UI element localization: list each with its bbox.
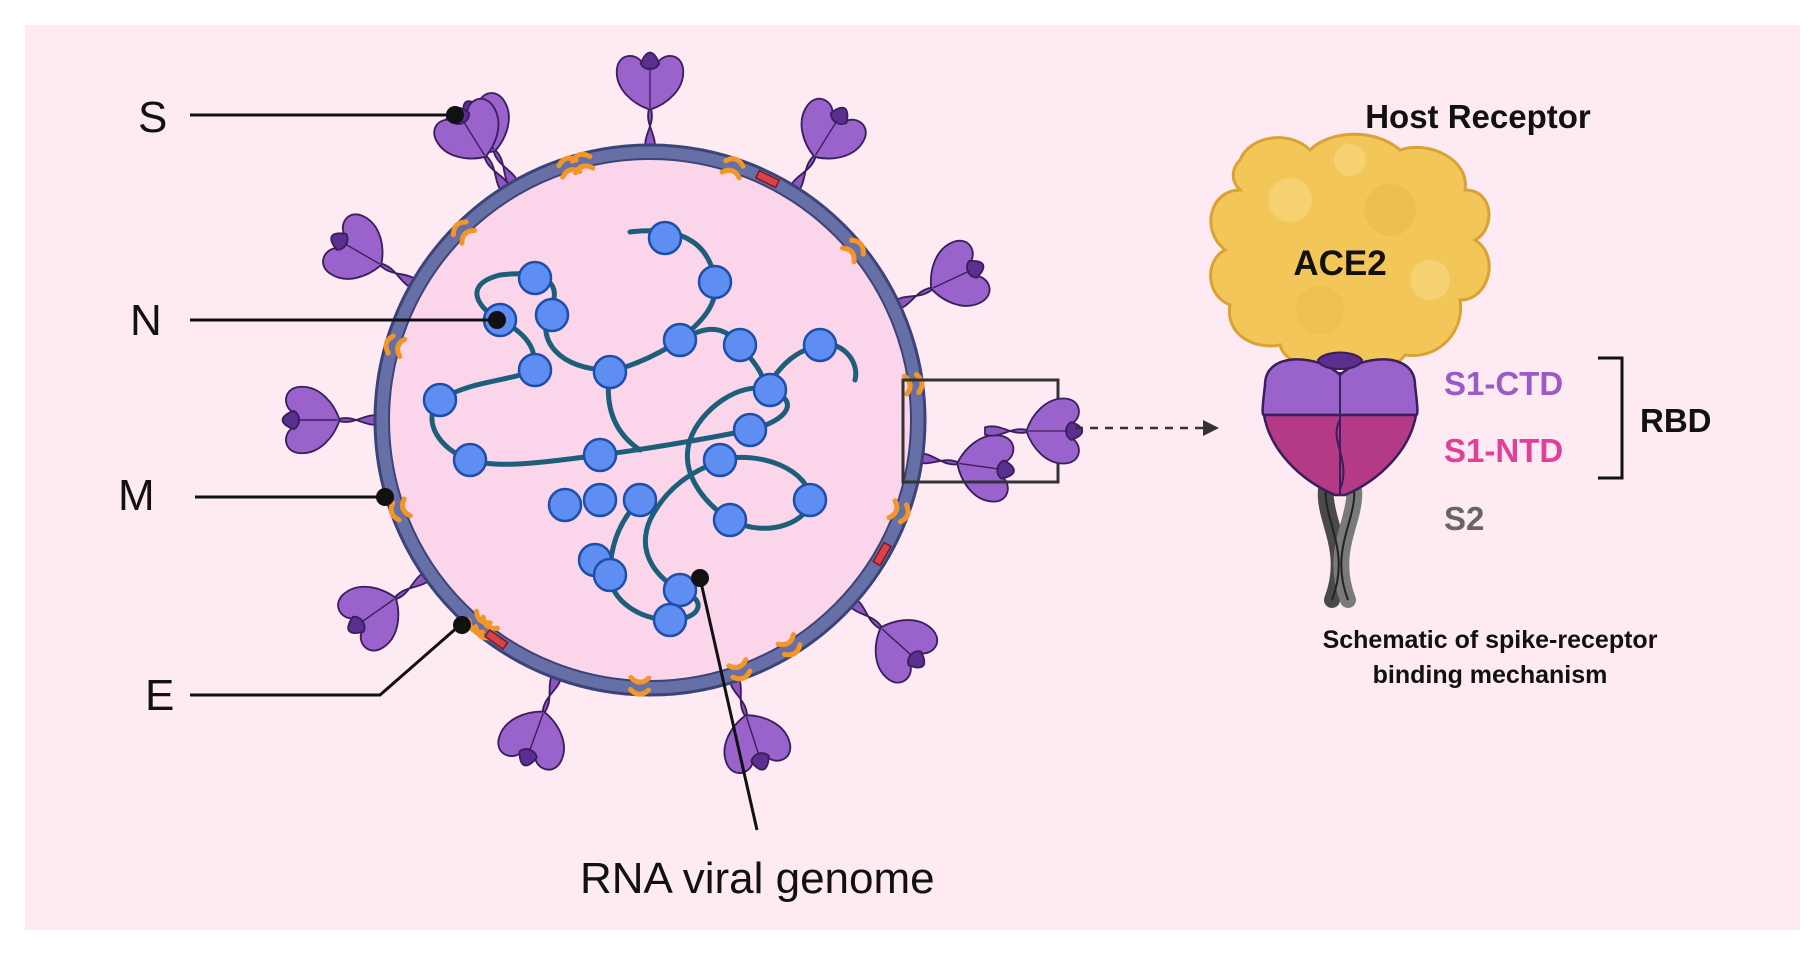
label-nucleocapsid: N — [130, 296, 162, 345]
nucleocapsid-bead — [752, 372, 788, 408]
callout-dots — [376, 106, 709, 634]
envelope-protein — [483, 628, 509, 651]
nucleocapsid-bead — [697, 264, 733, 300]
host-receptor-title: Host Receptor — [1365, 98, 1591, 135]
s1-ntd-label: S1-NTD — [1444, 432, 1563, 469]
nucleocapsid-bead — [582, 482, 618, 518]
nucleocapsid-bead — [582, 437, 618, 473]
nucleocapsid-bead — [592, 557, 628, 593]
nucleocapsid-bead — [622, 482, 658, 518]
nucleocapsid-bead — [652, 602, 688, 638]
label-envelope: E — [145, 671, 174, 720]
nucleocapsid-bead — [517, 260, 553, 296]
caption-line-2: binding mechanism — [1373, 661, 1608, 689]
nucleocapsid-bead — [662, 322, 698, 358]
nucleocapsid-bead — [802, 327, 838, 363]
rbd-label: RBD — [1640, 402, 1712, 439]
ace2-label: ACE2 — [1293, 244, 1386, 283]
label-spike: S — [138, 93, 167, 142]
s2-label: S2 — [1444, 500, 1484, 537]
spike-schematic — [1261, 351, 1419, 608]
callout-genome — [698, 577, 759, 831]
zoom-arrow-head — [1203, 420, 1219, 436]
nucleocapsid-bead — [534, 297, 570, 333]
nucleocapsid-bead — [647, 220, 683, 256]
nucleocapsid-bead — [792, 482, 828, 518]
envelope-protein — [872, 541, 893, 567]
nucleocapsid-bead — [712, 502, 748, 538]
envelope-protein — [754, 169, 781, 189]
caption-line-1: Schematic of spike-receptor — [1323, 626, 1658, 654]
s1-ctd-label: S1-CTD — [1444, 365, 1563, 402]
nucleocapsid-bead — [547, 487, 583, 523]
nucleocapsid-proteins — [422, 220, 838, 638]
nucleocapsid-bead — [732, 412, 768, 448]
envelope-proteins — [483, 169, 893, 651]
rbd-bracket — [1598, 356, 1624, 480]
label-genome: RNA viral genome — [580, 854, 935, 903]
callout-e — [190, 623, 461, 697]
nucleocapsid-bead — [452, 442, 488, 478]
label-membrane: M — [118, 471, 155, 520]
nucleocapsid-bead — [422, 382, 458, 418]
ace2-receptor — [1209, 132, 1491, 373]
nucleocapsid-bead — [517, 352, 553, 388]
nucleocapsid-bead — [592, 354, 628, 390]
viral-interior — [388, 158, 912, 682]
nucleocapsid-bead — [722, 327, 758, 363]
callout-lines — [190, 113, 759, 831]
nucleocapsid-bead — [702, 442, 738, 478]
